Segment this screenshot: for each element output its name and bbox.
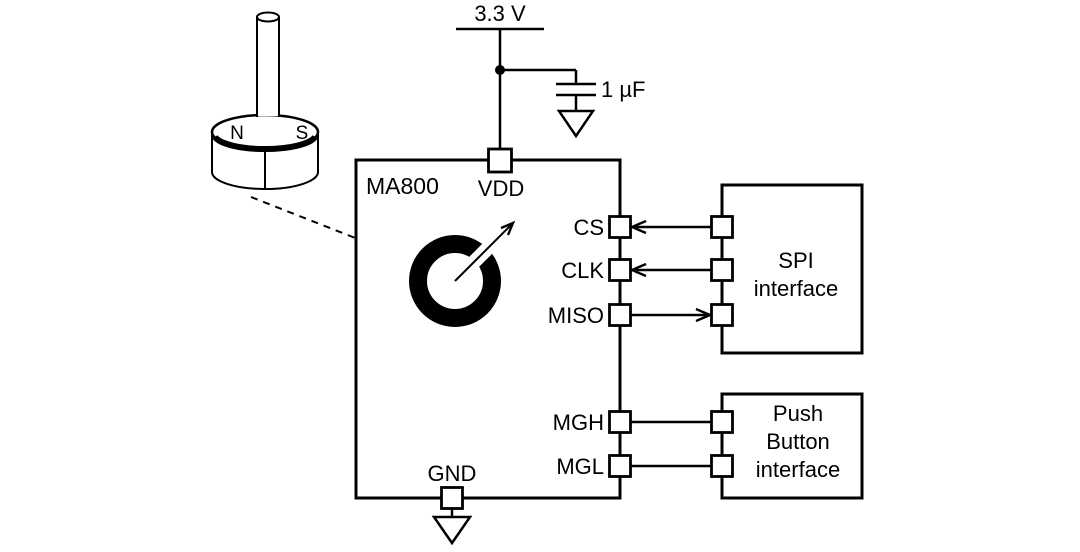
vdd-pin bbox=[487, 147, 513, 174]
spi-miso-pin bbox=[710, 303, 734, 327]
magnet-body bbox=[211, 132, 319, 190]
capacitor-label: 1 µF bbox=[601, 77, 645, 102]
mgl-pin bbox=[608, 454, 632, 478]
gnd-pin-label: GND bbox=[428, 461, 477, 486]
push-box-label-line1: Push bbox=[773, 401, 823, 426]
push-box-label-line2: Button bbox=[766, 429, 830, 454]
cs-arrowhead-left bbox=[628, 219, 647, 235]
angle-arrow-head bbox=[500, 220, 516, 236]
chip-name-label: MA800 bbox=[366, 173, 439, 199]
spi-box-label-line2: interface bbox=[754, 276, 838, 301]
chip-outline bbox=[354, 158, 622, 500]
magnet-south-label: S bbox=[296, 123, 309, 144]
magnet-graphic: N S bbox=[210, 11, 320, 190]
shaft-body-fill bbox=[257, 17, 279, 116]
mgh-pin bbox=[608, 410, 632, 434]
clk-pin bbox=[608, 258, 632, 282]
miso-pin bbox=[608, 303, 632, 327]
cs-pin-label: CS bbox=[573, 215, 604, 240]
vdd-pin-label: VDD bbox=[478, 176, 524, 201]
shaft-top-face bbox=[256, 11, 280, 23]
magnet-pole-band bbox=[212, 135, 318, 153]
magnet-north-label: N bbox=[230, 123, 244, 144]
capacitor-ground-symbol bbox=[556, 109, 596, 139]
spi-cs-pin bbox=[710, 215, 734, 239]
angle-arrow-shaft bbox=[454, 224, 512, 282]
miso-arrowhead-right bbox=[695, 307, 714, 323]
gnd-ground-symbol bbox=[431, 515, 473, 546]
spi-box-label-line1: SPI bbox=[778, 248, 813, 273]
power-rail-label: 3.3 V bbox=[474, 1, 526, 26]
clk-arrowhead-left bbox=[628, 262, 647, 278]
clk-pin-label: CLK bbox=[561, 258, 604, 283]
gnd-pin bbox=[440, 486, 464, 510]
mgl-pin-label: MGL bbox=[556, 454, 604, 479]
push-mgh-pin bbox=[710, 410, 734, 434]
push-mgl-pin bbox=[710, 454, 734, 478]
mgh-pin-label: MGH bbox=[553, 410, 604, 435]
angle-sensor-ring bbox=[409, 235, 501, 327]
push-button-interface-box bbox=[720, 392, 864, 500]
spi-interface-box bbox=[720, 183, 864, 355]
cs-pin bbox=[608, 215, 632, 239]
push-box-label-line3: interface bbox=[756, 457, 840, 482]
spi-clk-pin bbox=[710, 258, 734, 282]
miso-pin-label: MISO bbox=[548, 303, 604, 328]
